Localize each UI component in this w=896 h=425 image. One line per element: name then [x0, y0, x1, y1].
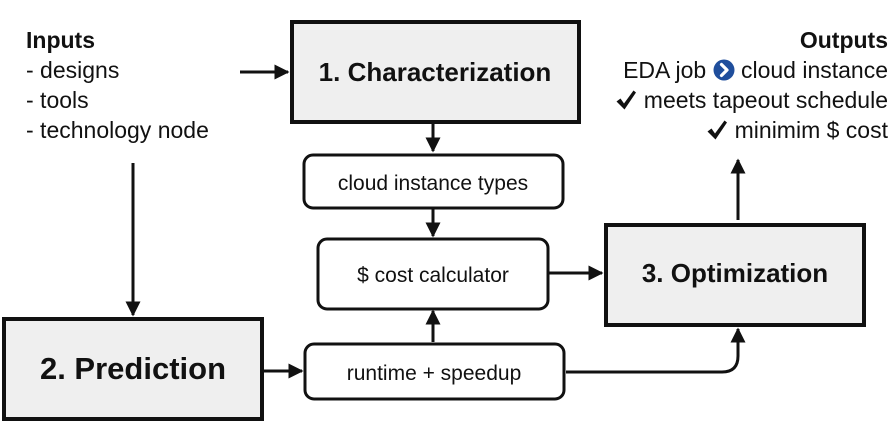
checkmark-icon: [707, 120, 728, 140]
cost-calculator-box: $ cost calculator: [316, 237, 550, 311]
prediction-box: 2. Prediction: [2, 317, 264, 421]
output-min-cost-text: minimim $ cost: [734, 117, 888, 143]
runtime-speedup-box: runtime + speedup: [303, 342, 566, 401]
output-tapeout-text: meets tapeout schedule: [643, 87, 888, 113]
outputs-title: Outputs: [799, 27, 888, 53]
output-cloud-instance-text: cloud instance: [740, 57, 888, 83]
cloud-instance-types-label: cloud instance types: [338, 172, 528, 195]
output-line-min-cost: minimim $ cost: [706, 119, 888, 142]
cloud-instance-types-box: cloud instance types: [302, 153, 565, 210]
optimization-label: 3. Optimization: [642, 258, 828, 288]
inputs-title: Inputs: [26, 27, 95, 53]
characterization-label: 1. Characterization: [319, 57, 552, 87]
runtime-speedup-label: runtime + speedup: [347, 362, 522, 385]
prediction-label: 2. Prediction: [40, 351, 226, 386]
output-eda-job-text: EDA job: [623, 57, 707, 83]
input-item-technology-node: - technology node: [26, 117, 209, 143]
output-line-tapeout: meets tapeout schedule: [615, 89, 888, 112]
input-item-tools: - tools: [26, 87, 89, 113]
checkmark-icon: [616, 90, 637, 110]
input-item-designs: - designs: [26, 57, 120, 83]
chevron-right-circle-icon: [713, 59, 735, 81]
output-line-eda-job: EDA job cloud instance: [623, 59, 888, 82]
arrow-runtime-to-optimization: [566, 327, 746, 374]
optimization-box: 3. Optimization: [604, 223, 866, 327]
cost-calculator-label: $ cost calculator: [357, 264, 509, 287]
characterization-box: 1. Characterization: [290, 20, 581, 124]
